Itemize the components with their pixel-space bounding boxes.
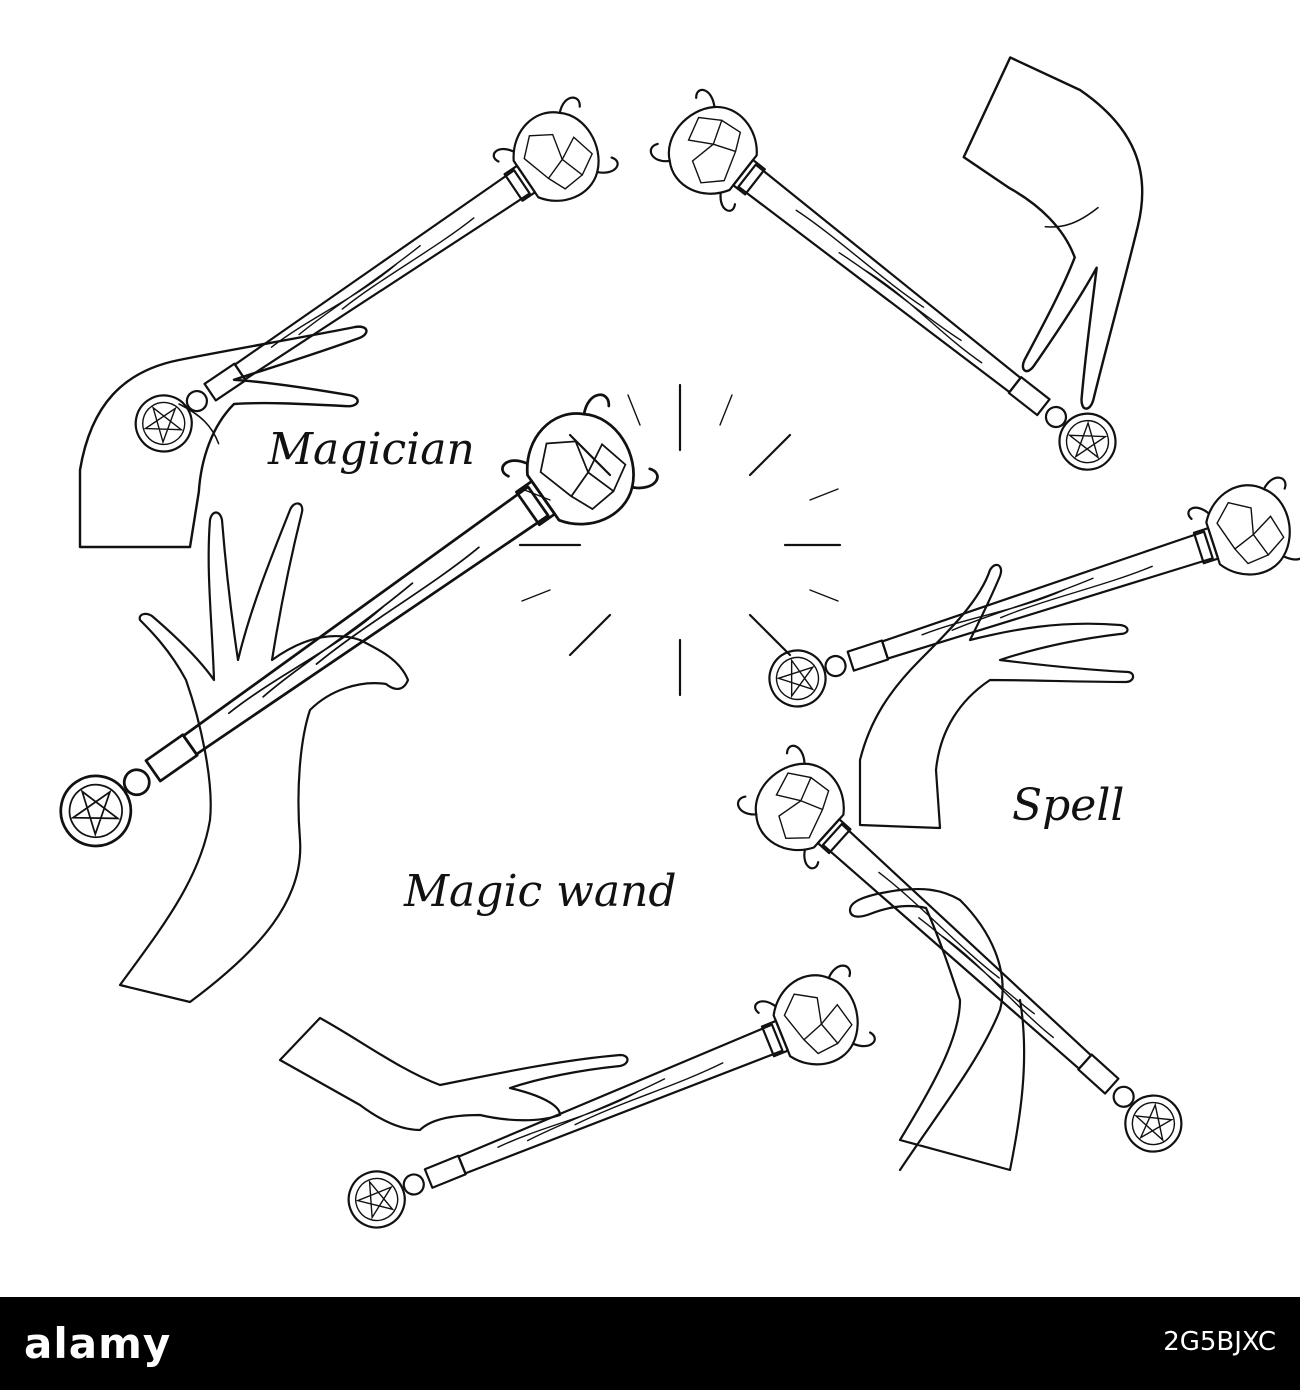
hand-middle-right xyxy=(858,563,1135,830)
footer-bar: alamy 2G5BJXC xyxy=(0,1297,1300,1390)
label-magic-wand: Magic wand xyxy=(404,866,677,917)
wand-top-right xyxy=(644,83,1138,497)
wand-bottom xyxy=(332,958,881,1251)
hand-bottom-right xyxy=(848,887,1026,1172)
hand-top-right xyxy=(887,56,1212,412)
wand-top-left xyxy=(113,90,624,476)
label-spell: Spell xyxy=(1012,780,1125,831)
wand-illustration xyxy=(32,56,1300,1251)
hand-bottom xyxy=(278,1016,629,1132)
alamy-logo: alamy xyxy=(24,1319,172,1368)
hand-center xyxy=(118,502,410,1004)
wand-middle-right xyxy=(755,471,1300,730)
glow-rays xyxy=(518,383,842,697)
label-magician: Magician xyxy=(268,424,475,475)
wand-bottom-right xyxy=(731,739,1205,1178)
image-id: 2G5BJXC xyxy=(1163,1327,1276,1357)
